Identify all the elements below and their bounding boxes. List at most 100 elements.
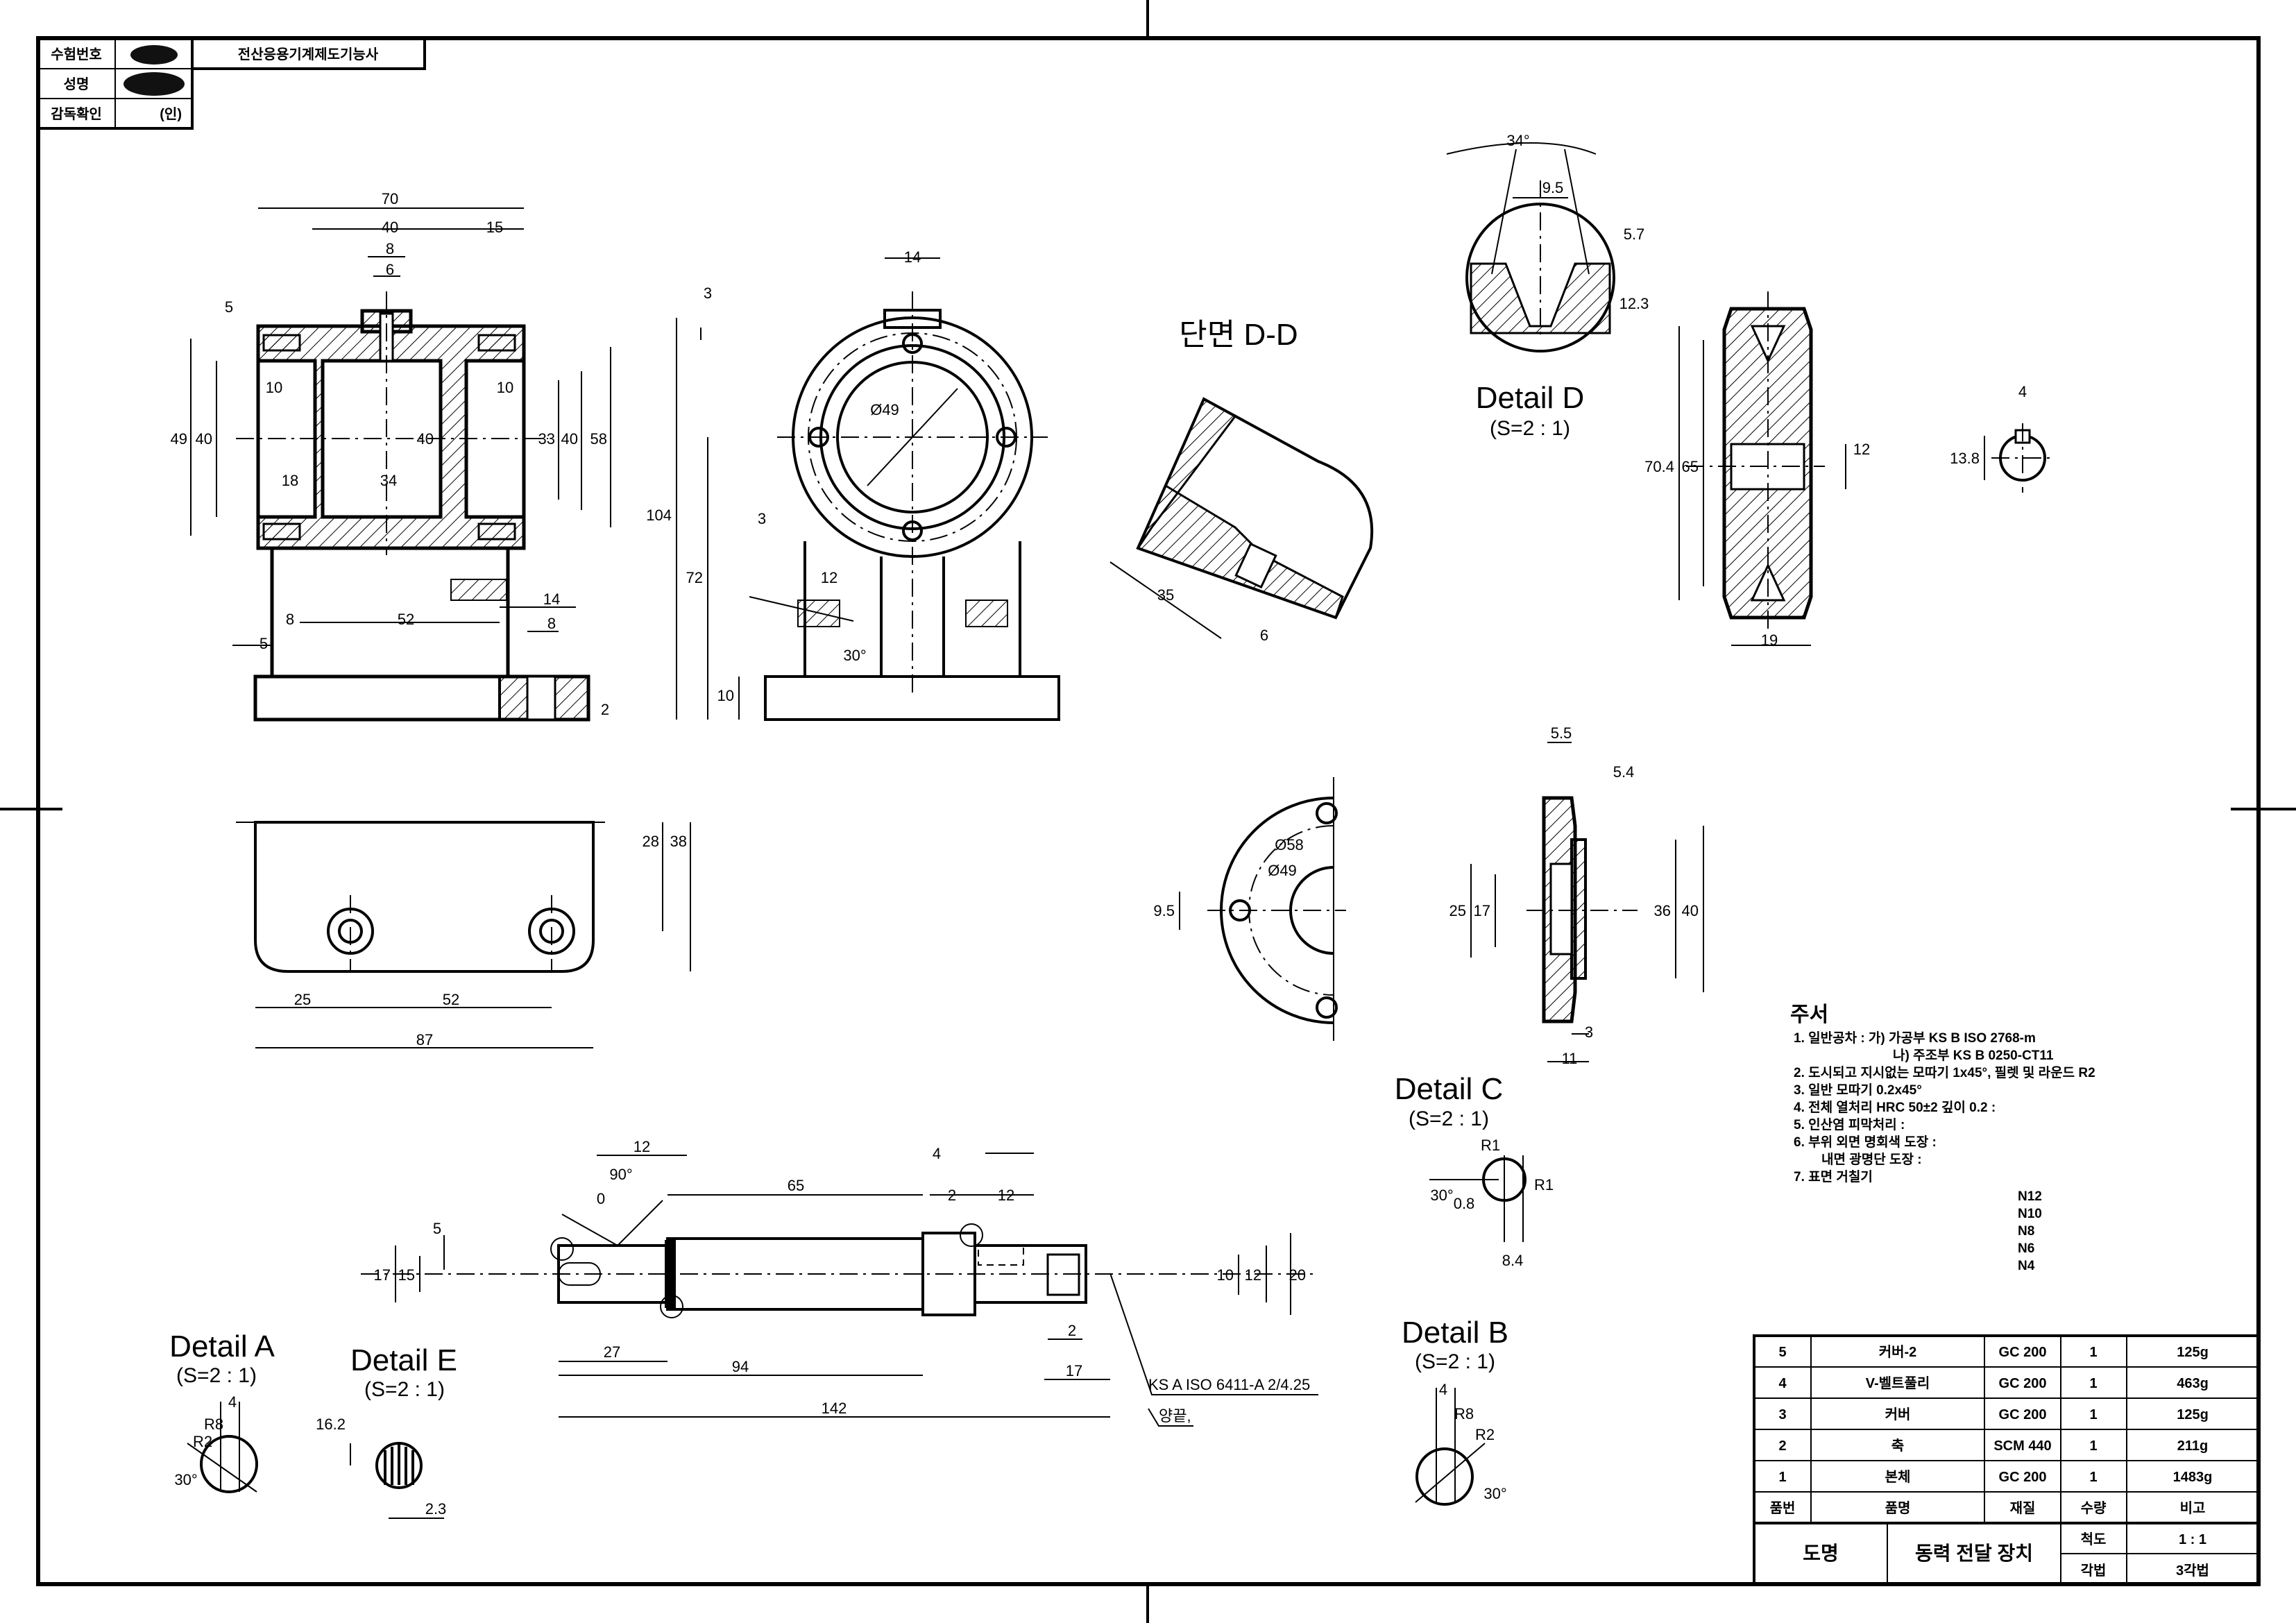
dim-shaft-8: 17 [374, 1266, 391, 1284]
dim-v1-7: 10 [497, 379, 513, 396]
dim-detail-a-2: R2 [193, 1433, 212, 1450]
detail-d-scale: (S=2 : 1) [1490, 417, 1570, 440]
roughness-4: N4 [2018, 1259, 2035, 1273]
dim-v1-11: 33 [538, 430, 555, 448]
dim-v1-14: 18 [282, 472, 298, 489]
dim-plate-3: 52 [443, 991, 459, 1008]
svg-text:V-벨트풀리: V-벨트풀리 [1866, 1375, 1930, 1391]
dim-keyway-1: 13.8 [1950, 450, 1980, 467]
detail-c-scale: (S=2 : 1) [1409, 1107, 1489, 1130]
dim-detail-e-0: 16.2 [316, 1416, 346, 1433]
dim-cover-side-4: 36 [1654, 902, 1671, 919]
detail-b-scale: (S=2 : 1) [1415, 1350, 1495, 1373]
notes-block: 주서 1. 일반공차 : 가) 가공부 KS B ISO 2768-m 나) 주… [1790, 1003, 2095, 1273]
detail-e-view: Detail E (S=2 : 1) 16.2 2.3 [316, 1343, 457, 1519]
svg-text:본체: 본체 [1885, 1469, 1911, 1485]
svg-text:1: 1 [2089, 1376, 2097, 1391]
svg-text:3: 3 [1778, 1407, 1786, 1422]
dim-cover-side-3: 17 [1474, 902, 1490, 919]
dim-v2-1: 3 [704, 284, 712, 302]
exam-title: 전산응용기계제도기능사 [238, 46, 379, 62]
svg-text:GC 200: GC 200 [1999, 1470, 2047, 1485]
parts-row: 4 V-벨트풀리 GC 200 1 463g [1778, 1375, 2208, 1391]
dim-v1-15: 34 [380, 472, 397, 489]
dim-v1-3: 8 [386, 240, 394, 257]
svg-text:1: 1 [2089, 1345, 2097, 1360]
detail-d-view: 34° 9.5 5.7 12.3 Detail D (S=2 : 1) [1446, 132, 1649, 440]
dim-shaft-10: 10 [1217, 1266, 1234, 1284]
dim-v1-10: 40 [417, 430, 434, 448]
dim-plate-2: 25 [294, 991, 311, 1008]
parts-header-row: 품번 품명 재질 수량 비고 [1770, 1500, 2206, 1516]
svg-text:GC 200: GC 200 [1999, 1345, 2047, 1360]
dim-detail-b-0: 4 [1439, 1381, 1447, 1398]
dim-v2-5: 3 [758, 510, 766, 527]
svg-text:1: 1 [2089, 1470, 2097, 1485]
dim-v1-0: 70 [382, 190, 398, 207]
drawing-name-label: 도명 [1803, 1543, 1839, 1564]
svg-text:1: 1 [2089, 1407, 2097, 1422]
dim-cover-side-2: 25 [1449, 902, 1466, 919]
svg-text:4: 4 [1778, 1376, 1787, 1391]
dim-v2-4: 10 [717, 687, 734, 704]
cover-front-view: 9.5 Ø58 Ø49 [1153, 777, 1346, 1041]
body-front-section-view: 70 40 15 8 6 5 10 10 49 40 40 33 40 58 1… [171, 190, 611, 722]
dim-pulley-1: 65 [1682, 458, 1699, 475]
svg-text:1: 1 [2089, 1438, 2097, 1454]
detail-d-title: Detail D [1476, 381, 1585, 415]
dim-cover-front-2: Ø49 [1268, 862, 1297, 879]
dim-v1-4: 6 [386, 261, 394, 278]
dim-shaft-6: 2 [948, 1187, 956, 1204]
parts-list: 5 커버-2 GC 200 1 125g 4 V-벨트풀리 GC 200 1 4… [1753, 1334, 2260, 1524]
svg-text:축: 축 [1891, 1438, 1904, 1454]
dim-shaft-5: 5 [433, 1220, 441, 1237]
redacted-exam-number [130, 45, 178, 65]
dim-detail-b-2: R2 [1475, 1426, 1495, 1443]
dim-cover-front-1: Ø58 [1275, 836, 1304, 853]
dim-pulley-3: 19 [1761, 631, 1778, 649]
note-line-8: 7. 표면 거칠기 [1794, 1169, 1873, 1184]
detail-c-title: Detail C [1395, 1072, 1504, 1106]
dim-shaft-4: 4 [933, 1145, 941, 1162]
dim-detail-a-3: 30° [174, 1471, 197, 1488]
dim-cover-front-0: 9.5 [1153, 902, 1175, 919]
dim-detail-c-2: 30° [1430, 1187, 1453, 1204]
dim-v1-16: 8 [286, 611, 294, 628]
dim-v1-17: 52 [398, 611, 414, 628]
dim-v1-12: 40 [561, 430, 578, 448]
dim-shaft-0: 12 [633, 1138, 650, 1155]
detail-a-title: Detail A [169, 1329, 275, 1363]
dim-v2-0: 14 [904, 248, 921, 266]
dim-v1-19: 8 [547, 615, 556, 632]
note-line-0: 1. 일반공차 : 가) 가공부 KS B ISO 2768-m [1794, 1030, 2036, 1046]
dim-cover-side-0: 5.5 [1551, 724, 1572, 742]
dim-v1-9: 40 [196, 430, 212, 448]
dim-v1-21: 2 [601, 701, 609, 718]
dim-dd-0: 35 [1157, 586, 1174, 604]
title-block: 도명 동력 전달 장치 척도 1 : 1 각법 3각법 [1753, 1522, 2260, 1586]
parts-row: 3 커버 GC 200 1 125g [1778, 1407, 2208, 1422]
dim-detail-c-0: R1 [1481, 1137, 1500, 1154]
dim-pulley-0: 70.4 [1644, 458, 1674, 475]
detail-e-title: Detail E [350, 1343, 457, 1377]
dim-v2-3: 72 [686, 569, 703, 586]
dim-v1-8: 49 [171, 430, 187, 448]
section-dd-title: 단면 D-D [1179, 318, 1298, 352]
svg-text:품명: 품명 [1885, 1500, 1911, 1516]
svg-text:GC 200: GC 200 [1999, 1376, 2047, 1391]
note-line-1: 나) 주조부 KS B 0250-CT11 [1893, 1048, 2054, 1063]
dim-detail-e-1: 2.3 [425, 1500, 447, 1518]
dim-detail-b-1: R8 [1454, 1405, 1474, 1422]
dim-shaft-14: 2 [1068, 1322, 1076, 1339]
dim-plate-0: 28 [643, 833, 659, 850]
note-line-3: 3. 일반 모따기 0.2x45° [1794, 1082, 1922, 1098]
svg-text:1: 1 [1778, 1470, 1786, 1485]
roughness-0: N12 [2018, 1189, 2042, 1204]
spline-note: 양끝, [1159, 1407, 1191, 1425]
detail-b-view: Detail B (S=2 : 1) 4 R8 R2 30° [1402, 1316, 1508, 1506]
dim-shaft-9: 15 [398, 1266, 415, 1284]
parts-row: 1 본체 GC 200 1 1483g [1778, 1469, 2212, 1485]
dim-cover-side-5: 40 [1682, 902, 1699, 919]
dim-cover-side-7: 11 [1562, 1050, 1578, 1067]
